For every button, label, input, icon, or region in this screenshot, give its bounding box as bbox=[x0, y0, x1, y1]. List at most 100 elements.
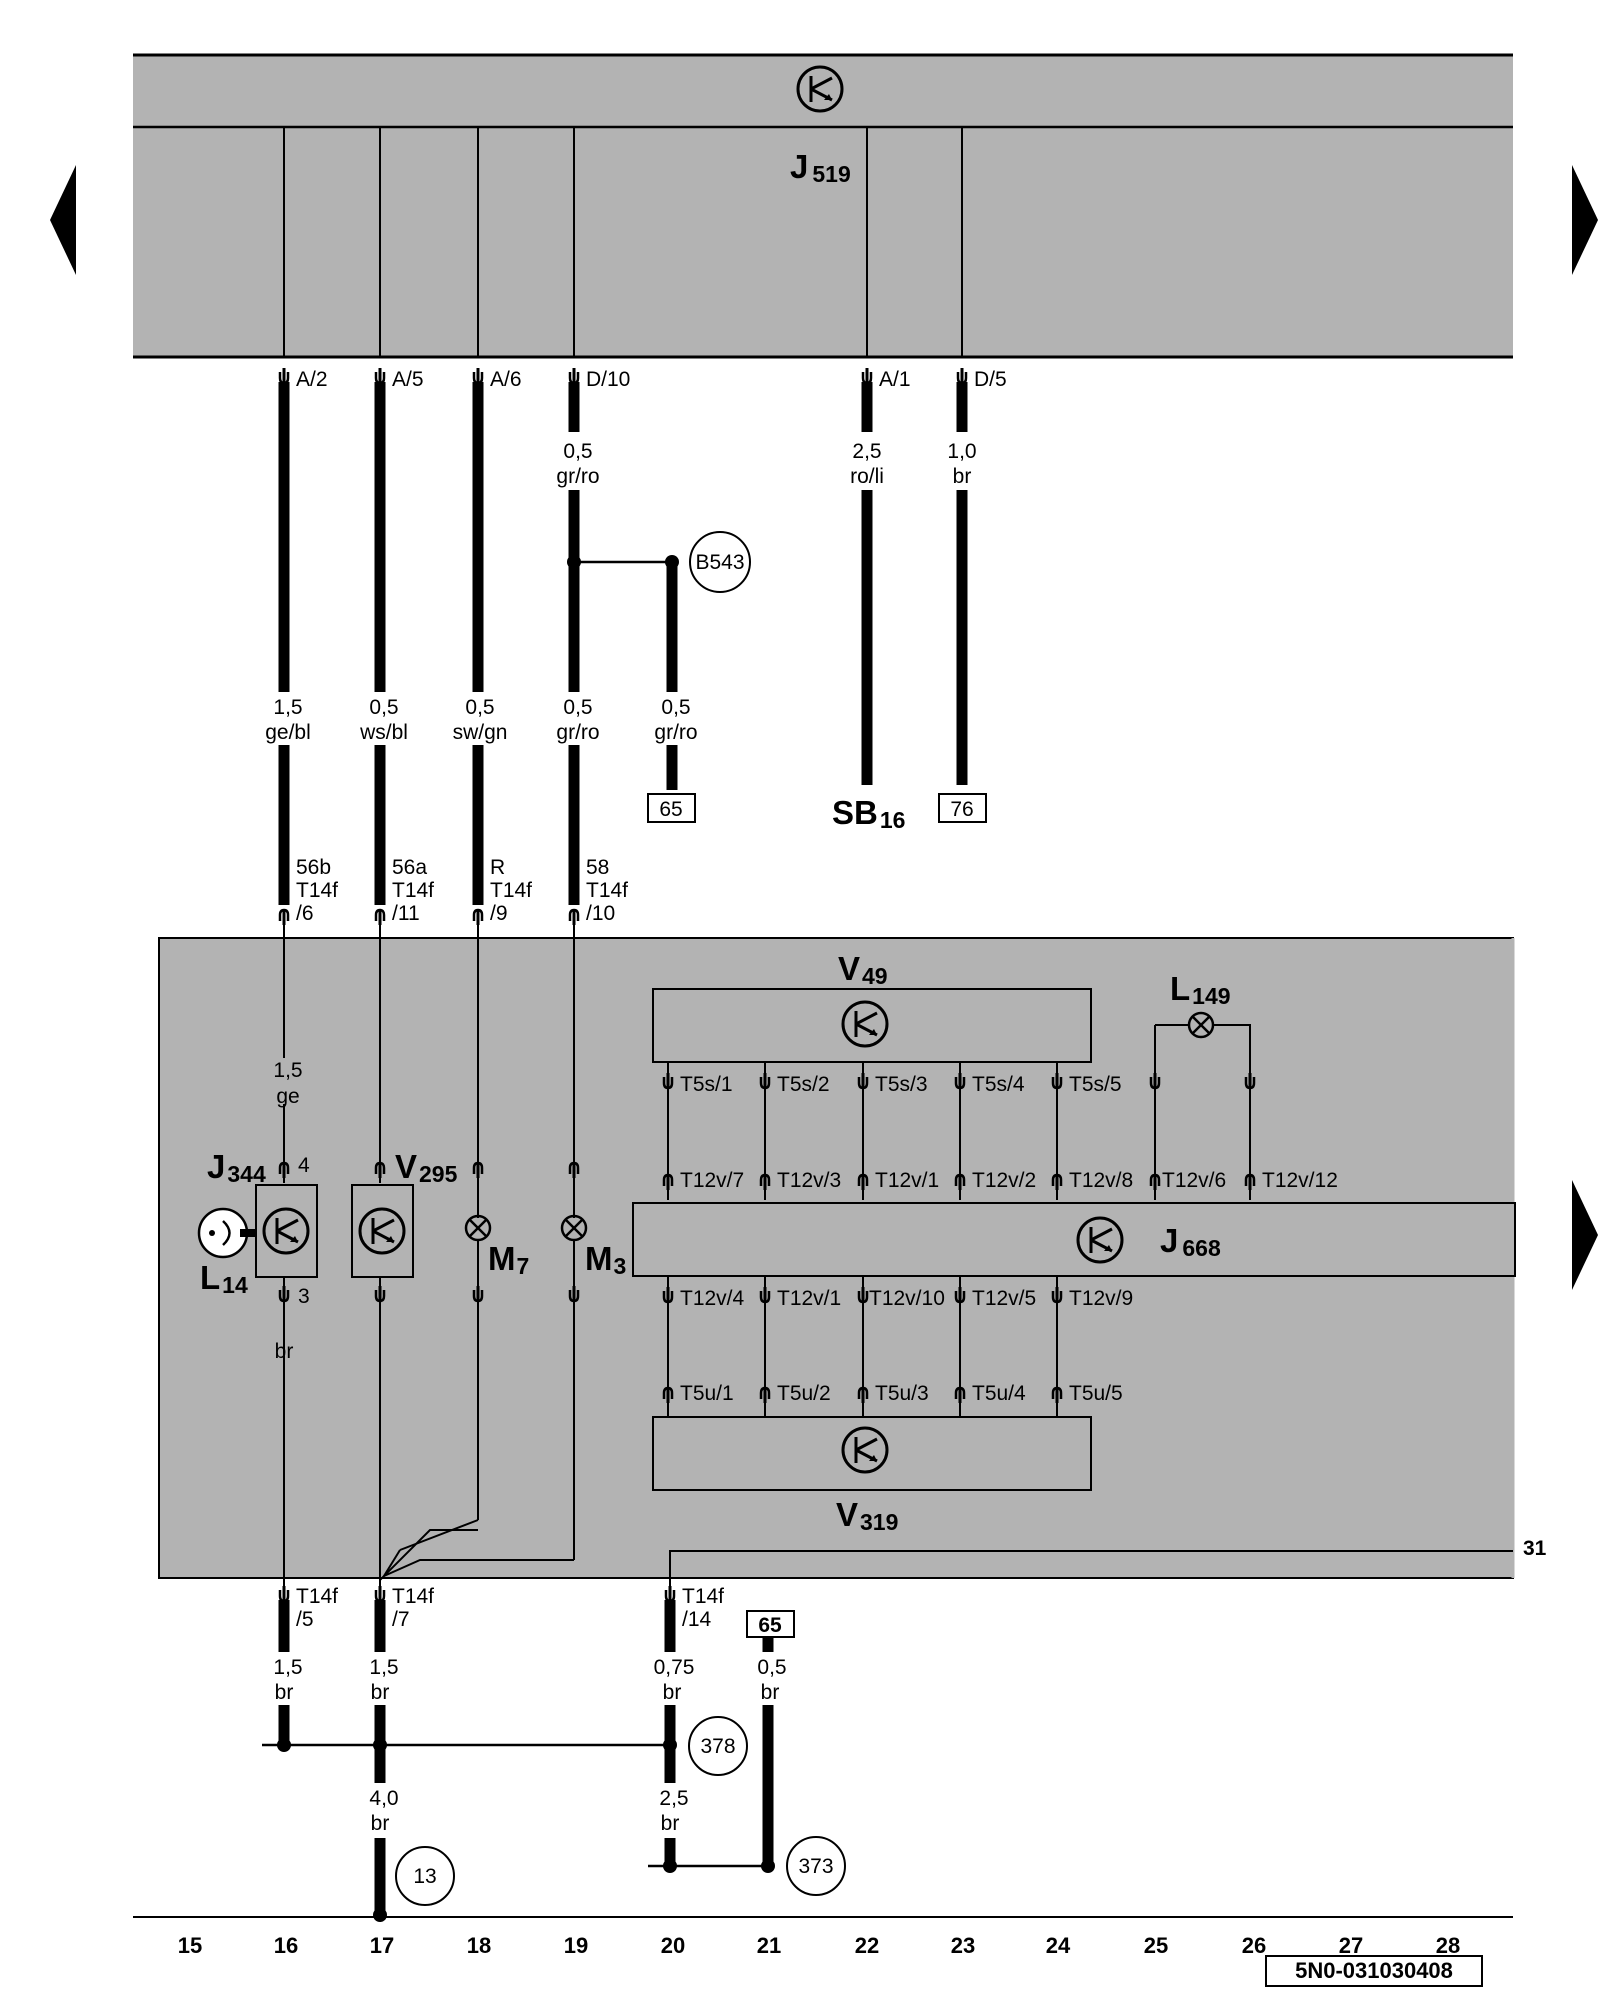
svg-text:/7: /7 bbox=[392, 1608, 410, 1631]
svg-text:sw/gn: sw/gn bbox=[453, 721, 508, 744]
svg-text:T5u/2: T5u/2 bbox=[777, 1382, 831, 1405]
svg-text:T12v/2: T12v/2 bbox=[972, 1169, 1036, 1192]
ground-31-label: 31 bbox=[1523, 1537, 1547, 1560]
next-page-arrow-icon[interactable] bbox=[1572, 1180, 1598, 1290]
panel-internal-wiring bbox=[283, 920, 1513, 1590]
svg-text:br: br bbox=[371, 1812, 390, 1835]
document-id: 5N0-031030408 bbox=[1265, 1955, 1483, 1987]
svg-text:76: 76 bbox=[950, 798, 973, 821]
svg-text:27: 27 bbox=[1339, 1933, 1363, 1958]
t14f-lower-labels: T14f/5 T14f/7 T14f/14 bbox=[296, 1585, 724, 1631]
svg-text:T12v/8: T12v/8 bbox=[1069, 1169, 1133, 1192]
svg-text:br: br bbox=[371, 1681, 390, 1704]
svg-text:T12v/4: T12v/4 bbox=[680, 1287, 745, 1310]
svg-text:1,5: 1,5 bbox=[273, 1059, 302, 1082]
svg-text:65: 65 bbox=[758, 1614, 782, 1637]
svg-text:/5: /5 bbox=[296, 1608, 314, 1631]
svg-text:0,75: 0,75 bbox=[654, 1656, 695, 1679]
svg-text:28: 28 bbox=[1436, 1933, 1460, 1958]
j668-control-unit bbox=[632, 1202, 1516, 1277]
svg-text:D/10: D/10 bbox=[586, 368, 630, 391]
svg-text:0,5: 0,5 bbox=[563, 440, 592, 463]
svg-text:T12v/10: T12v/10 bbox=[869, 1287, 945, 1310]
svg-text:0,5: 0,5 bbox=[661, 696, 690, 719]
svg-text:T12v/6: T12v/6 bbox=[1162, 1169, 1226, 1192]
svg-text:25: 25 bbox=[1144, 1933, 1168, 1958]
svg-text:T5u/5: T5u/5 bbox=[1069, 1382, 1123, 1405]
svg-text:26: 26 bbox=[1242, 1933, 1266, 1958]
svg-text:2,5: 2,5 bbox=[852, 440, 881, 463]
sb16-fuse-label: SB16 bbox=[832, 794, 905, 833]
j519-internal-wiring bbox=[283, 127, 963, 357]
next-page-arrow-icon[interactable] bbox=[1572, 165, 1598, 275]
svg-text:br: br bbox=[661, 1812, 680, 1835]
svg-text:0,5: 0,5 bbox=[563, 696, 592, 719]
svg-text:T12v/1: T12v/1 bbox=[875, 1169, 939, 1192]
svg-text:T14f: T14f bbox=[296, 1585, 338, 1608]
j344-label: J344 bbox=[207, 1148, 266, 1187]
svg-text:T12v/12: T12v/12 bbox=[1262, 1169, 1338, 1192]
j519-control-unit bbox=[133, 55, 1513, 357]
svg-text:T5s/5: T5s/5 bbox=[1069, 1073, 1122, 1096]
svg-text:gr/ro: gr/ro bbox=[556, 721, 599, 744]
ref-box-65 bbox=[647, 793, 696, 823]
svg-text:24: 24 bbox=[1046, 1933, 1071, 1958]
ground-point-378 bbox=[688, 1716, 748, 1776]
svg-text:22: 22 bbox=[855, 1933, 879, 1958]
panel-wire-labels: 1,5 ge br bbox=[273, 1059, 302, 1363]
wire-bundle-upper bbox=[278, 382, 968, 905]
svg-text:1,0: 1,0 bbox=[947, 440, 976, 463]
v49-label: V49 bbox=[838, 950, 888, 989]
svg-text:56a: 56a bbox=[392, 856, 427, 879]
svg-text:T5u/1: T5u/1 bbox=[680, 1382, 734, 1405]
svg-text:A/2: A/2 bbox=[296, 368, 328, 391]
svg-text:/6: /6 bbox=[296, 902, 314, 925]
ground-point-13 bbox=[395, 1846, 455, 1906]
svg-text:T14f: T14f bbox=[392, 879, 434, 902]
svg-text:15: 15 bbox=[178, 1933, 202, 1958]
svg-text:A/5: A/5 bbox=[392, 368, 424, 391]
v319-label: V319 bbox=[836, 1496, 898, 1535]
svg-text:T14f: T14f bbox=[682, 1585, 724, 1608]
previous-page-arrow-icon[interactable] bbox=[50, 165, 76, 275]
m7-label: M7 bbox=[488, 1240, 529, 1279]
svg-text:18: 18 bbox=[467, 1933, 491, 1958]
svg-text:21: 21 bbox=[757, 1933, 781, 1958]
svg-text:1,5: 1,5 bbox=[273, 696, 302, 719]
svg-text:16: 16 bbox=[274, 1933, 298, 1958]
svg-text:T14f: T14f bbox=[392, 1585, 434, 1608]
svg-text:65: 65 bbox=[659, 798, 682, 821]
ref-box-76 bbox=[938, 793, 987, 823]
svg-text:ws/bl: ws/bl bbox=[359, 721, 408, 744]
svg-text:br: br bbox=[275, 1340, 294, 1363]
svg-text:19: 19 bbox=[564, 1933, 588, 1958]
svg-text:ro/li: ro/li bbox=[850, 465, 884, 488]
svg-text:T5s/2: T5s/2 bbox=[777, 1073, 830, 1096]
svg-text:ge/bl: ge/bl bbox=[265, 721, 311, 744]
svg-text:br: br bbox=[663, 1681, 682, 1704]
svg-text:2,5: 2,5 bbox=[659, 1787, 688, 1810]
svg-text:T12v/7: T12v/7 bbox=[680, 1169, 744, 1192]
svg-text:R: R bbox=[490, 856, 505, 879]
svg-text:T5u/4: T5u/4 bbox=[972, 1382, 1026, 1405]
b543-connection-point bbox=[689, 531, 751, 593]
svg-text:A/6: A/6 bbox=[490, 368, 522, 391]
l149-label: L149 bbox=[1170, 970, 1231, 1009]
svg-text:ge: ge bbox=[276, 1085, 299, 1108]
v49-module bbox=[652, 988, 1092, 1063]
svg-text:T5s/1: T5s/1 bbox=[680, 1073, 733, 1096]
svg-text:gr/ro: gr/ro bbox=[556, 465, 599, 488]
svg-text:A/1: A/1 bbox=[879, 368, 911, 391]
svg-text:T14f: T14f bbox=[296, 879, 338, 902]
svg-text:1,5: 1,5 bbox=[369, 1656, 398, 1679]
svg-text:T5u/3: T5u/3 bbox=[875, 1382, 929, 1405]
svg-text:T12v/9: T12v/9 bbox=[1069, 1287, 1133, 1310]
svg-text:378: 378 bbox=[700, 1735, 735, 1758]
